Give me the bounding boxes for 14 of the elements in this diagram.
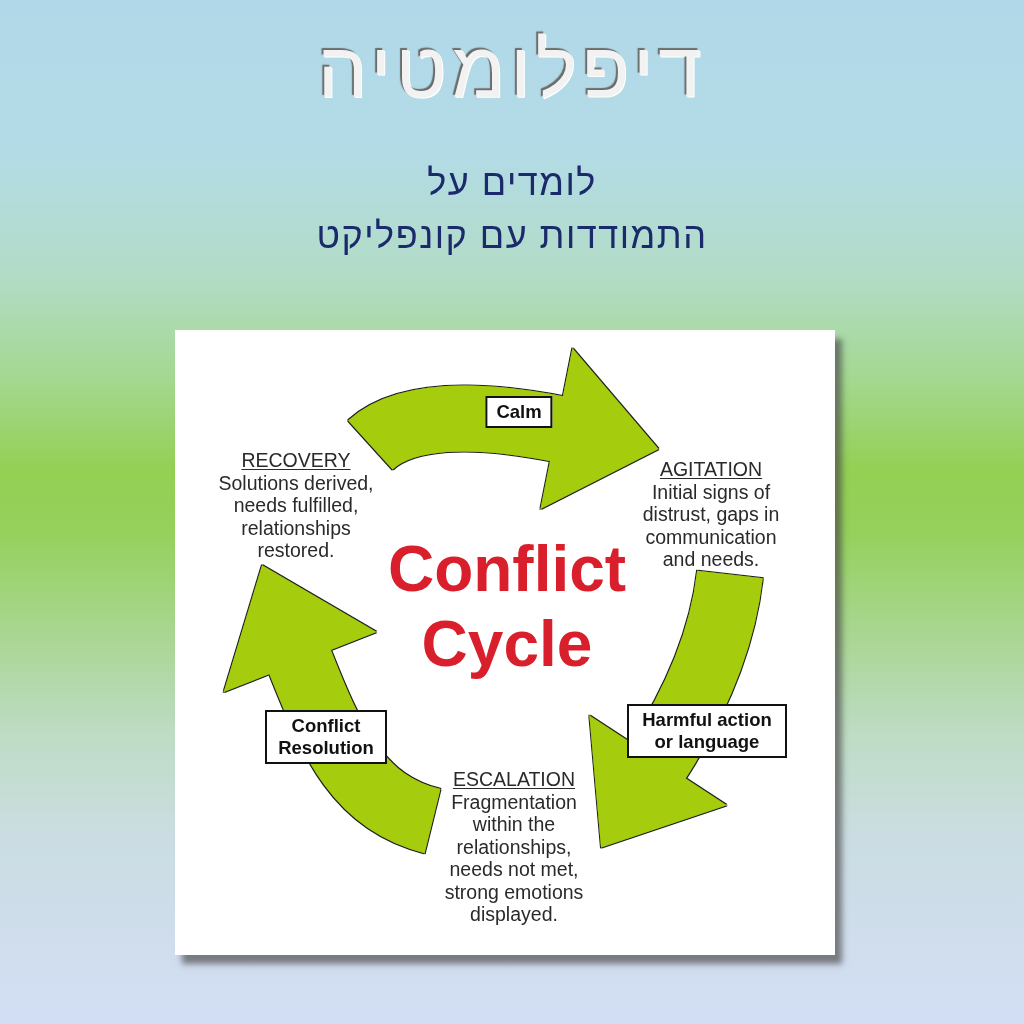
subtitle: התמודדות עם קונפליקט	[316, 214, 708, 258]
edge-label: Harmful action or language	[627, 704, 787, 758]
stage-heading: AGITATION	[659, 458, 763, 481]
cycle-title: Conflict Cycle	[386, 532, 628, 682]
curved-block-arrow	[588, 569, 763, 849]
edge-label: Calm	[485, 396, 553, 428]
stage-heading: RECOVERY	[241, 449, 351, 472]
stage-description: Initial signs of distrust, gaps in communication and needs.	[641, 480, 781, 571]
page-title: דיפלומטיה	[317, 25, 707, 116]
stage-heading: ESCALATION	[452, 768, 576, 791]
stage-description: Fragmentation within the relationships, needs not met, strong emotions displayed.	[443, 790, 585, 926]
subtitle: לומדים על	[427, 161, 597, 205]
edge-label: Conflict Resolution	[265, 710, 387, 764]
stage-description: Solutions derived, needs fulfilled, relationships restored.	[217, 471, 375, 562]
